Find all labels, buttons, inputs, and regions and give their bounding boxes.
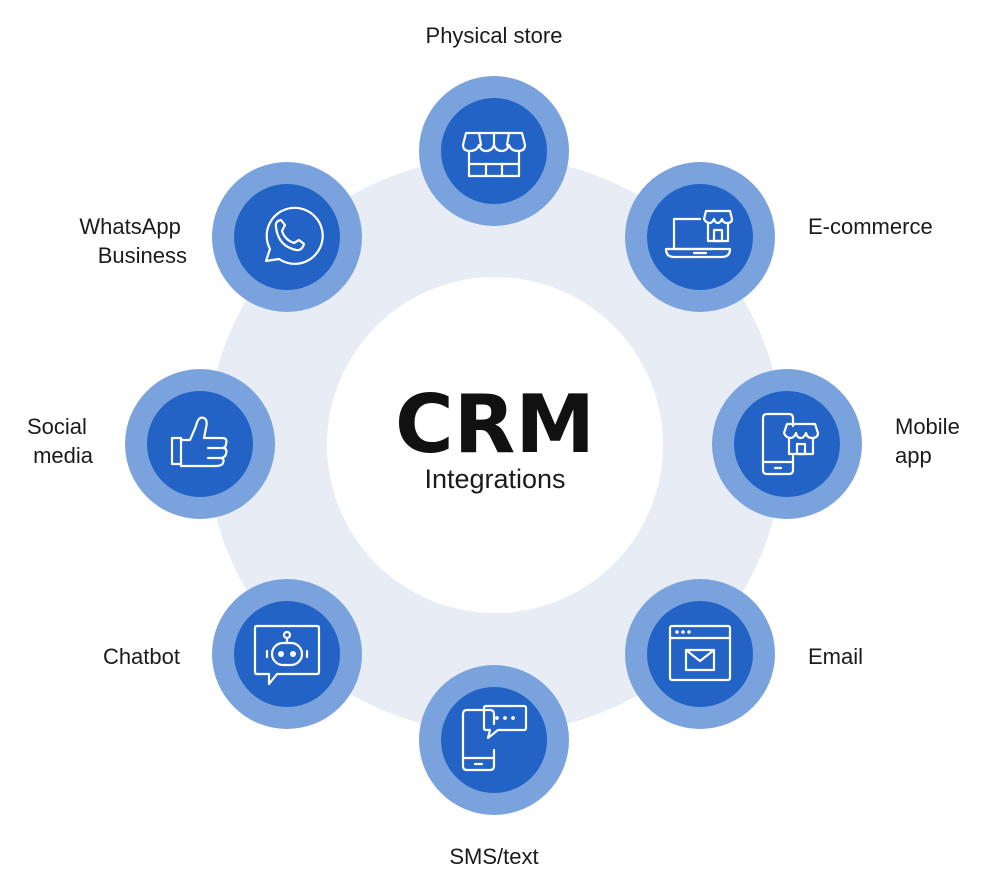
label-line: app [895, 443, 932, 468]
label-line: WhatsApp [79, 214, 181, 239]
label-line: SMS/text [449, 844, 538, 869]
label-line: E-commerce [808, 214, 933, 239]
thumbs-up-icon [170, 416, 228, 468]
node-whatsapp-business [212, 162, 362, 312]
node-core [647, 601, 753, 707]
whatsapp-icon [264, 206, 324, 265]
label-sms-text: SMS/text [449, 844, 538, 869]
email-window-icon [668, 624, 732, 682]
label-social-media: Social media [27, 414, 94, 468]
robot-chat-icon [253, 624, 321, 686]
node-core [441, 98, 547, 204]
node-core [234, 601, 340, 707]
node-e-commerce [625, 162, 775, 312]
label-line: Social [27, 414, 87, 439]
label-line: Email [808, 644, 863, 669]
label-line: media [33, 443, 94, 468]
label-line: Physical store [426, 23, 563, 48]
node-core [441, 687, 547, 793]
center-title: CRM [395, 378, 595, 471]
label-physical-store: Physical store [426, 23, 563, 48]
node-core [734, 391, 840, 497]
node-social-media [125, 369, 275, 519]
label-line: Mobile [895, 414, 960, 439]
node-mobile-app [712, 369, 862, 519]
node-core [234, 184, 340, 290]
mobile-shop-icon [761, 412, 820, 476]
node-sms-text [419, 665, 569, 815]
label-e-commerce: E-commerce [808, 214, 933, 239]
laptop-shop-icon [664, 209, 734, 259]
node-chatbot [212, 579, 362, 729]
storefront-icon [461, 131, 527, 178]
inner-circle [327, 277, 663, 613]
label-mobile-app: Mobile app [895, 414, 966, 468]
label-line: Chatbot [103, 644, 180, 669]
label-line: Business [98, 243, 187, 268]
node-core [647, 184, 753, 290]
node-physical-store [419, 76, 569, 226]
label-email: Email [808, 644, 863, 669]
node-email [625, 579, 775, 729]
node-core [147, 391, 253, 497]
label-whatsapp-business: WhatsApp Business [79, 214, 187, 268]
phone-chat-icon [461, 704, 528, 772]
label-chatbot: Chatbot [103, 644, 180, 669]
center-subtitle: Integrations [424, 464, 565, 494]
